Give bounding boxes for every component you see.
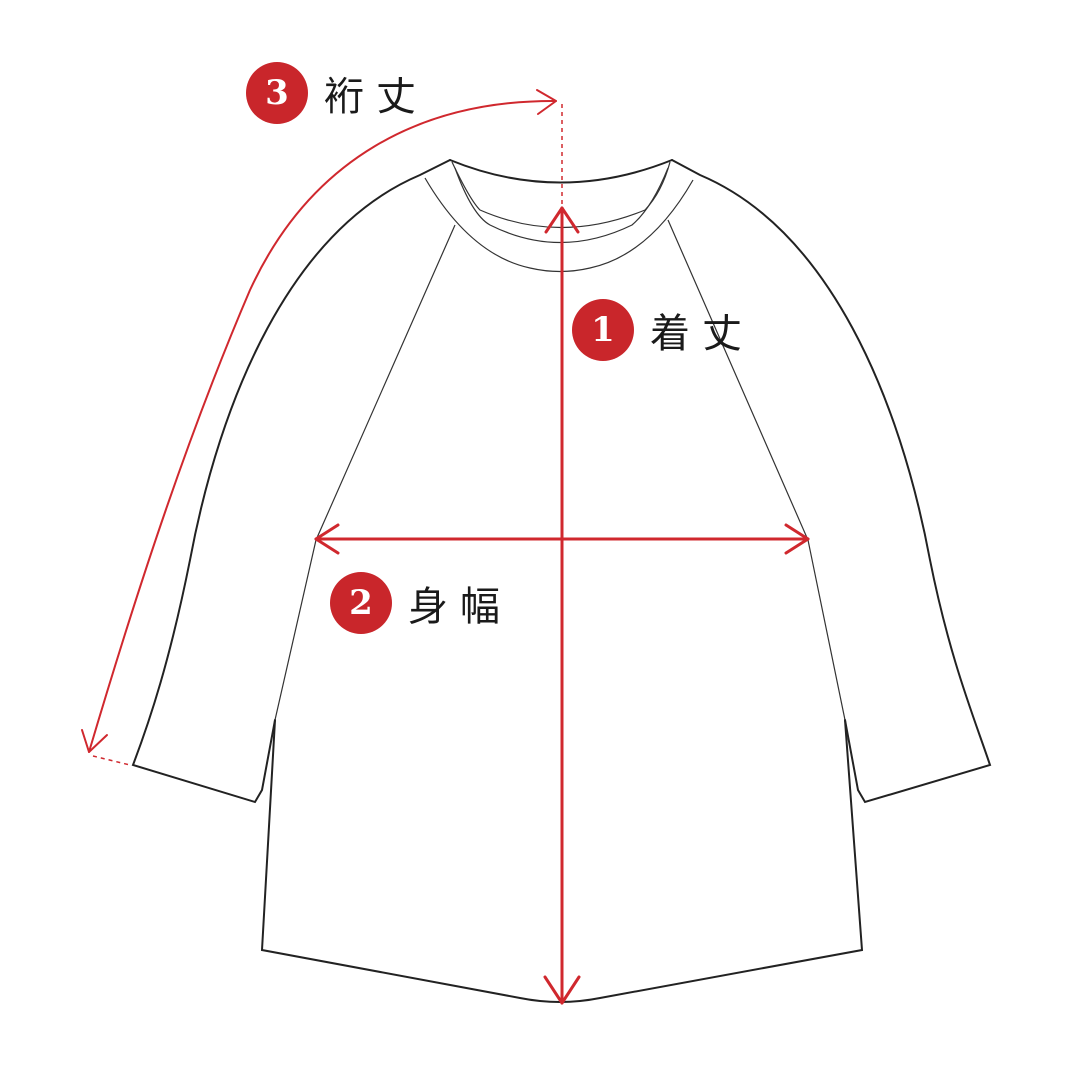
seam-lines [274,161,846,721]
number-badge-2: 2 [330,572,392,634]
sleeve-length-label: 3 裄丈 [246,62,428,124]
chest-width-text: 身幅 [408,584,512,630]
body-length-label: 1 着丈 [572,299,754,361]
number-badge-3: 3 [246,62,308,124]
body-length-arrow [543,104,581,1005]
chest-width-label: 2 身幅 [330,572,512,634]
chest-width-arrow [314,523,810,555]
body-length-text: 着丈 [650,311,754,357]
sleeve-length-arrow [81,89,557,766]
sleeve-length-text: 裄丈 [324,74,428,120]
number-badge-1: 1 [572,299,634,361]
